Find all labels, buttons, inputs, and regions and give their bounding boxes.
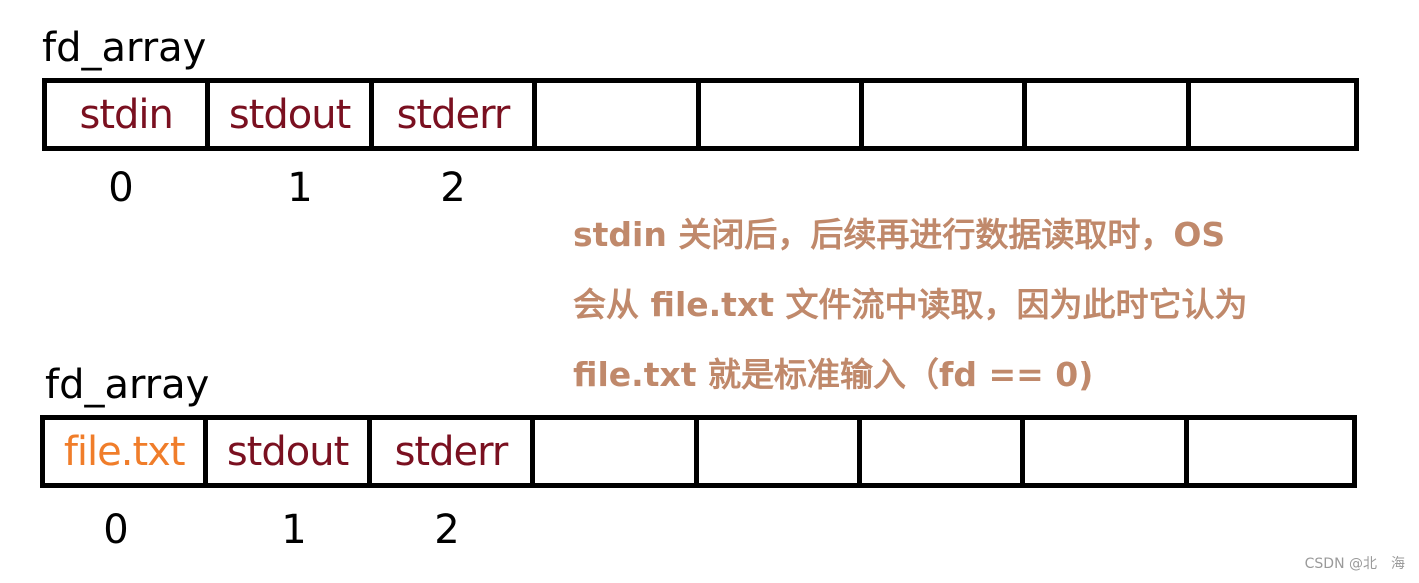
top-cell-6: [1027, 83, 1191, 146]
bottom-cell-1: stdout: [208, 420, 372, 483]
note-line-1: stdin 关闭后，后续再进行数据读取时，OS: [573, 215, 1226, 254]
bottom-index-2: 2: [434, 507, 460, 553]
top-cell-5: [864, 83, 1028, 146]
bottom-cell-0: file.txt: [45, 420, 209, 483]
top-index-1: 1: [287, 165, 313, 211]
top-fd-table: stdin stdout stderr: [42, 78, 1359, 151]
top-cell-3: [537, 83, 701, 146]
bottom-array-title: fd_array: [45, 362, 210, 408]
watermark: CSDN @北 海: [1304, 556, 1405, 572]
top-cell-2: stderr: [374, 83, 538, 146]
bottom-fd-table: file.txt stdout stderr: [40, 415, 1357, 488]
note-line-2: 会从 file.txt 文件流中读取，因为此时它认为: [573, 285, 1248, 324]
explanation-note: stdin 关闭后，后续再进行数据读取时，OS 会从 file.txt 文件流中…: [573, 200, 1393, 410]
top-cell-1: stdout: [210, 83, 374, 146]
bottom-cell-6: [1025, 420, 1189, 483]
top-cell-4: [701, 83, 864, 146]
top-index-2: 2: [440, 165, 466, 211]
bottom-cell-5: [862, 420, 1026, 483]
bottom-index-0: 0: [103, 507, 129, 553]
bottom-index-1: 1: [281, 507, 307, 553]
top-array-title: fd_array: [42, 25, 207, 71]
top-cell-0: stdin: [47, 83, 211, 146]
bottom-cell-2: stderr: [372, 420, 536, 483]
bottom-cell-4: [699, 420, 862, 483]
note-line-3: file.txt 就是标准输入（fd == 0): [573, 355, 1094, 394]
bottom-cell-7: [1189, 420, 1352, 483]
top-cell-7: [1191, 83, 1354, 146]
bottom-cell-3: [535, 420, 699, 483]
top-index-0: 0: [108, 165, 134, 211]
